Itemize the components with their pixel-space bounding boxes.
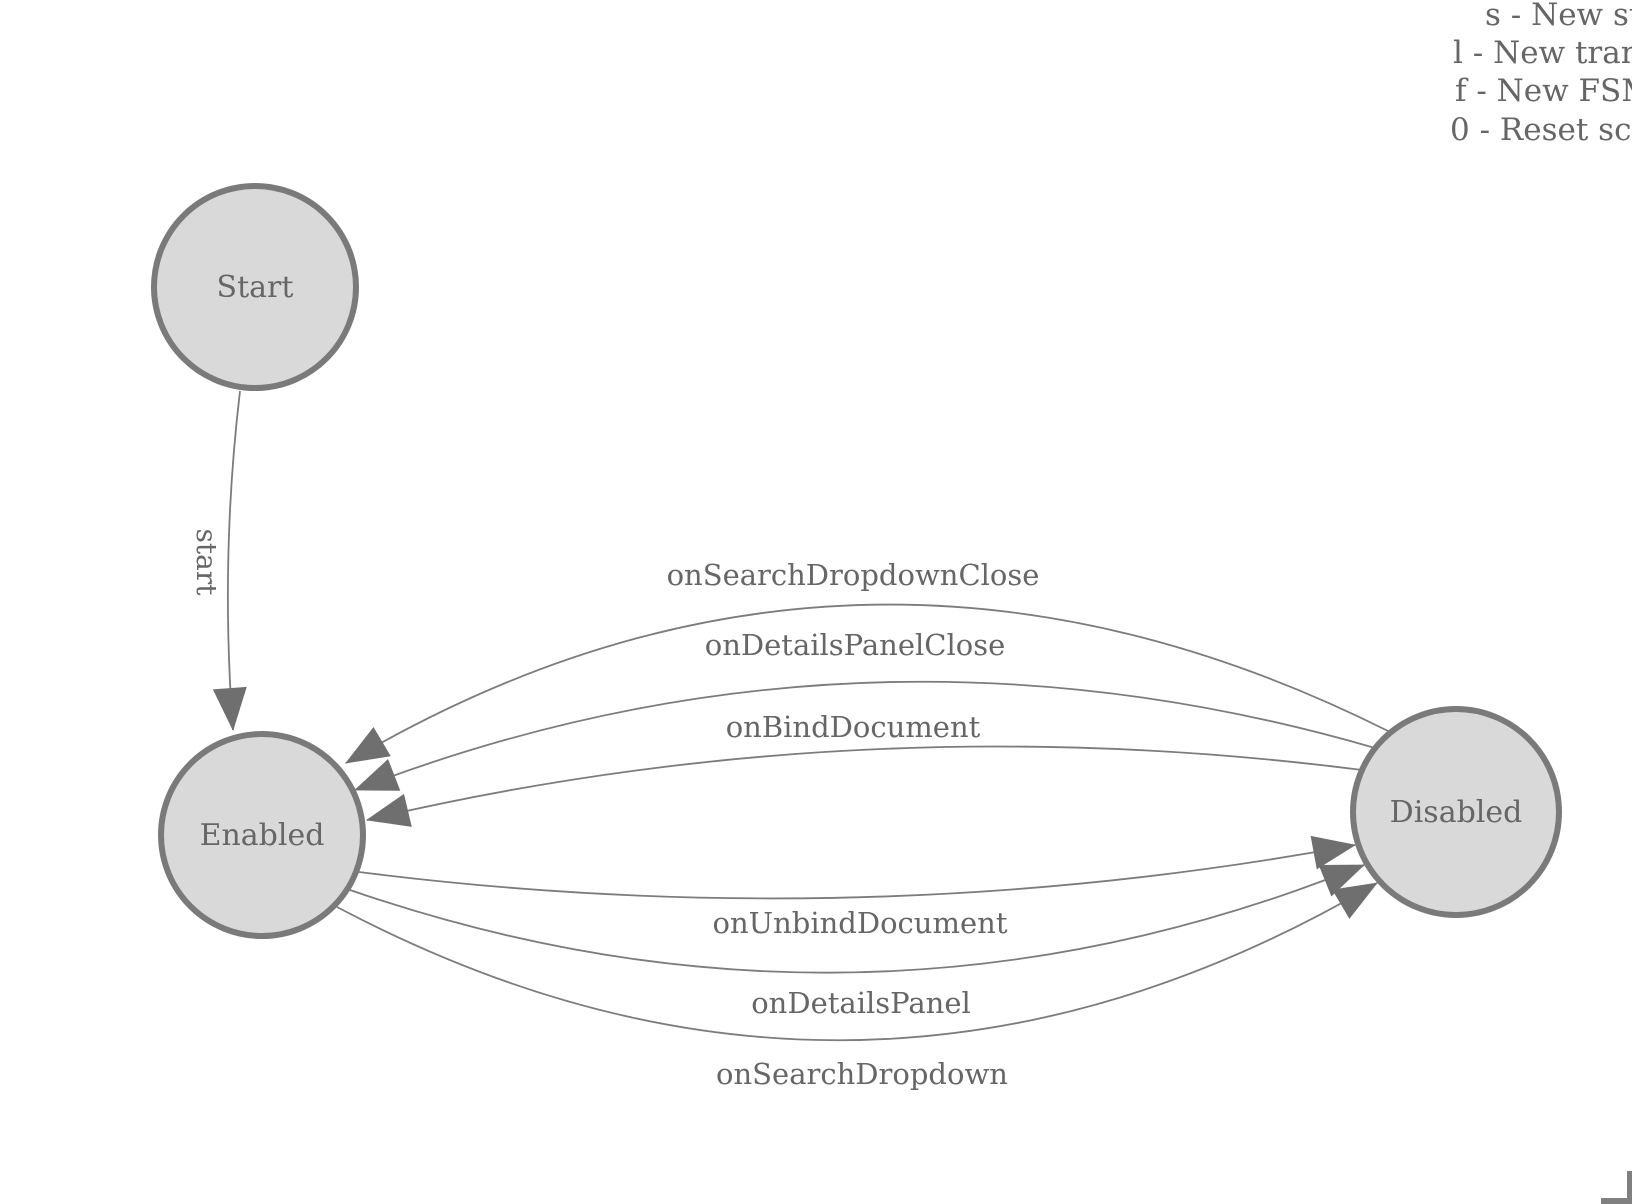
node-circle-disabled[interactable] <box>1350 706 1562 918</box>
corner-fragment-vertical-bar <box>1627 1171 1632 1204</box>
edge-label-onSearchDropdownClose: onSearchDropdownClose <box>667 558 1040 592</box>
shortcut-legend: s - New stat l - New tran f - New FSM 0 … <box>1450 0 1632 148</box>
legend-line-new-fsm: f - New FSM <box>1455 73 1632 109</box>
edge-label-start: start <box>190 529 223 597</box>
canvas-corner-fragment <box>1601 1171 1632 1204</box>
edge-label-onDetailsPanelClose: onDetailsPanelClose <box>705 628 1006 662</box>
edge-onSearchDropdown[interactable] <box>336 882 1378 1042</box>
edge-onBindDocument[interactable] <box>366 745 1363 827</box>
node-circle-start[interactable] <box>151 183 359 391</box>
edge-label-onBindDocument: onBindDocument <box>726 710 981 744</box>
edge-label-onSearchDropdown: onSearchDropdown <box>716 1057 1008 1091</box>
state-node-disabled[interactable]: Disabled <box>1350 706 1562 918</box>
edge-onDetailsPanel[interactable] <box>349 864 1365 974</box>
transition-labels: start onSearchDropdownClose onDetailsPan… <box>190 529 1039 1091</box>
corner-fragment-horizontal-bar <box>1601 1198 1632 1204</box>
legend-line-new-transition: l - New tran <box>1453 35 1632 71</box>
node-circle-enabled[interactable] <box>158 731 366 939</box>
edge-label-onDetailsPanel: onDetailsPanel <box>751 986 971 1020</box>
edge-label-onUnbindDocument: onUnbindDocument <box>713 906 1008 940</box>
node-label-enabled: Enabled <box>200 818 325 853</box>
legend-line-reset: 0 - Reset sc <box>1450 112 1631 148</box>
edge-start[interactable] <box>212 390 247 731</box>
edge-onDetailsPanelClose[interactable] <box>354 680 1376 791</box>
transition-edges <box>212 390 1389 1042</box>
edge-onSearchDropdownClose[interactable] <box>345 603 1389 764</box>
state-node-start[interactable]: Start <box>151 183 359 391</box>
node-label-disabled: Disabled <box>1390 795 1523 830</box>
edge-onUnbindDocument[interactable] <box>358 835 1356 900</box>
node-label-start: Start <box>217 270 294 305</box>
legend-line-new-state: s - New stat <box>1485 0 1632 33</box>
state-node-enabled[interactable]: Enabled <box>158 731 366 939</box>
